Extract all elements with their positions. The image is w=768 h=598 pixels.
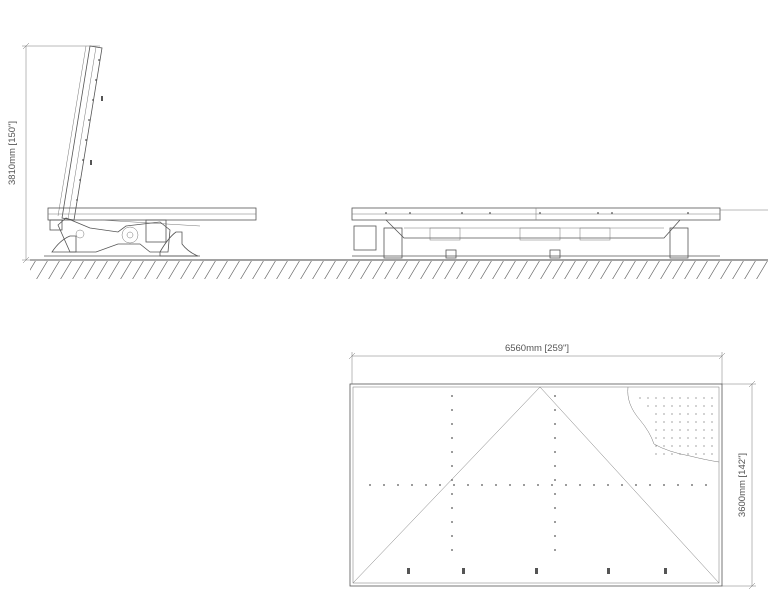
length-dimension-label: 6560mm [259"] <box>505 343 569 354</box>
height-dimension: 3810mm [150"] <box>7 42 100 264</box>
top-view: 6560mm [259"] 3600mm [142"] <box>348 343 756 590</box>
width-dimension-label: 3600mm [142"] <box>737 453 748 517</box>
length-dimension: 6560mm [259"] <box>348 343 726 384</box>
height-dimension-label: 3810mm [150"] <box>7 121 18 185</box>
side-view-flat <box>351 207 768 259</box>
width-dimension: 3600mm [142"] <box>722 380 756 590</box>
ground <box>30 259 768 279</box>
side-view-tilted: 3810mm [150"] <box>7 42 257 264</box>
